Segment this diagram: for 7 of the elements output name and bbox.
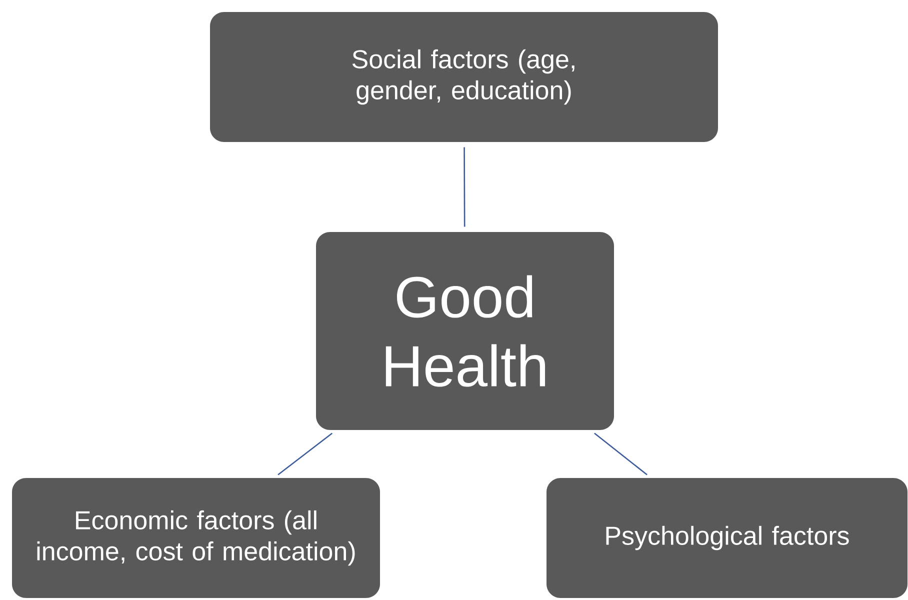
connector-line — [594, 432, 648, 476]
connector-line — [464, 147, 466, 227]
process-box: Good Health — [316, 232, 614, 430]
process-box: Psychological factors — [546, 478, 908, 598]
process-box: Social factors (age, gender, education) — [210, 12, 718, 142]
process-box: Economic factors (all income, cost of medication) — [12, 478, 380, 598]
connector-line — [278, 432, 333, 476]
